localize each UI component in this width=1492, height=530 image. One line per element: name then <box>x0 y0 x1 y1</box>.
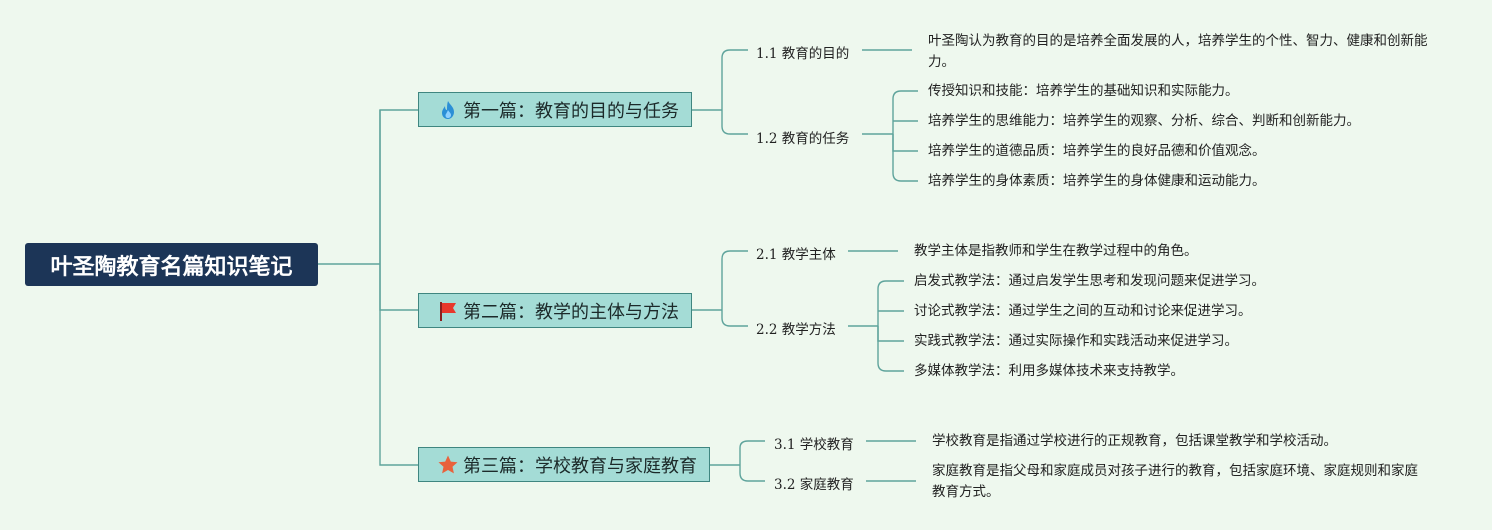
leaf-2-2-4: 多媒体教学法：利用多媒体技术来支持教学。 <box>914 361 1184 382</box>
leaf-2-2-3: 实践式教学法：通过实际操作和实践活动来促进学习。 <box>914 331 1238 352</box>
leaf-text: 讨论式教学法：通过学生之间的互动和讨论来促进学习。 <box>914 303 1252 319</box>
leaf-text: 学校教育是指通过学校进行的正规教育，包括课堂教学和学校活动。 <box>932 433 1337 449</box>
sub-node-1-2[interactable]: 1.2 教育的任务 <box>756 127 849 147</box>
leaf-3-2-1: 家庭教育是指父母和家庭成员对孩子进行的教育，包括家庭环境、家庭规则和家庭教育方式… <box>932 461 1427 503</box>
sub-label: 3.1 学校教育 <box>774 437 854 453</box>
root-node[interactable]: 叶圣陶教育名篇知识笔记 <box>25 243 318 286</box>
leaf-text: 传授知识和技能：培养学生的基础知识和实际能力。 <box>928 83 1239 99</box>
branch-node-2[interactable]: 第二篇：教学的主体与方法 <box>418 293 692 328</box>
sub-node-2-1[interactable]: 2.1 教学主体 <box>756 243 836 263</box>
leaf-text: 多媒体教学法：利用多媒体技术来支持教学。 <box>914 363 1184 379</box>
sub-node-2-2[interactable]: 2.2 教学方法 <box>756 318 836 338</box>
leaf-text: 培养学生的身体素质：培养学生的身体健康和运动能力。 <box>928 173 1266 189</box>
leaf-1-2-4: 培养学生的身体素质：培养学生的身体健康和运动能力。 <box>928 171 1266 192</box>
branch-title-2: 第二篇：教学的主体与方法 <box>463 301 679 323</box>
leaf-text: 培养学生的思维能力：培养学生的观察、分析、综合、判断和创新能力。 <box>928 113 1360 129</box>
sub-node-3-2[interactable]: 3.2 家庭教育 <box>774 473 854 493</box>
leaf-2-2-1: 启发式教学法：通过启发学生思考和发现问题来促进学习。 <box>914 271 1265 292</box>
leaf-text: 实践式教学法：通过实际操作和实践活动来促进学习。 <box>914 333 1238 349</box>
leaf-1-2-3: 培养学生的道德品质：培养学生的良好品德和价值观念。 <box>928 141 1266 162</box>
leaf-3-1-1: 学校教育是指通过学校进行的正规教育，包括课堂教学和学校活动。 <box>932 431 1337 452</box>
leaf-2-1-1: 教学主体是指教师和学生在教学过程中的角色。 <box>914 241 1198 262</box>
branch-node-3[interactable]: 第三篇：学校教育与家庭教育 <box>418 447 710 482</box>
leaf-text: 启发式教学法：通过启发学生思考和发现问题来促进学习。 <box>914 273 1265 289</box>
root-title: 叶圣陶教育名篇知识笔记 <box>50 254 293 280</box>
sub-label: 2.1 教学主体 <box>756 247 836 263</box>
fire-icon <box>437 99 459 121</box>
leaf-1-2-2: 培养学生的思维能力：培养学生的观察、分析、综合、判断和创新能力。 <box>928 111 1360 132</box>
leaf-text: 叶圣陶认为教育的目的是培养全面发展的人，培养学生的个性、智力、健康和创新能力。 <box>928 33 1428 70</box>
branch-title-1: 第一篇：教育的目的与任务 <box>463 100 679 122</box>
star-icon <box>437 454 459 476</box>
sub-label: 1.1 教育的目的 <box>756 46 850 62</box>
branch-node-1[interactable]: 第一篇：教育的目的与任务 <box>418 92 692 127</box>
branch-title-3: 第三篇：学校教育与家庭教育 <box>463 455 697 477</box>
leaf-1-2-1: 传授知识和技能：培养学生的基础知识和实际能力。 <box>928 81 1239 102</box>
leaf-text: 教学主体是指教师和学生在教学过程中的角色。 <box>914 243 1198 259</box>
sub-node-1-1[interactable]: 1.1 教育的目的 <box>756 42 849 62</box>
leaf-text: 家庭教育是指父母和家庭成员对孩子进行的教育，包括家庭环境、家庭规则和家庭教育方式… <box>932 463 1418 500</box>
flag-icon <box>437 300 459 322</box>
leaf-text: 培养学生的道德品质：培养学生的良好品德和价值观念。 <box>928 143 1266 159</box>
sub-node-3-1[interactable]: 3.1 学校教育 <box>774 433 854 453</box>
sub-label: 2.2 教学方法 <box>756 322 836 338</box>
sub-label: 1.2 教育的任务 <box>756 131 850 147</box>
leaf-1-1-1: 叶圣陶认为教育的目的是培养全面发展的人，培养学生的个性、智力、健康和创新能力。 <box>928 31 1428 73</box>
leaf-2-2-2: 讨论式教学法：通过学生之间的互动和讨论来促进学习。 <box>914 301 1252 322</box>
sub-label: 3.2 家庭教育 <box>774 477 854 493</box>
